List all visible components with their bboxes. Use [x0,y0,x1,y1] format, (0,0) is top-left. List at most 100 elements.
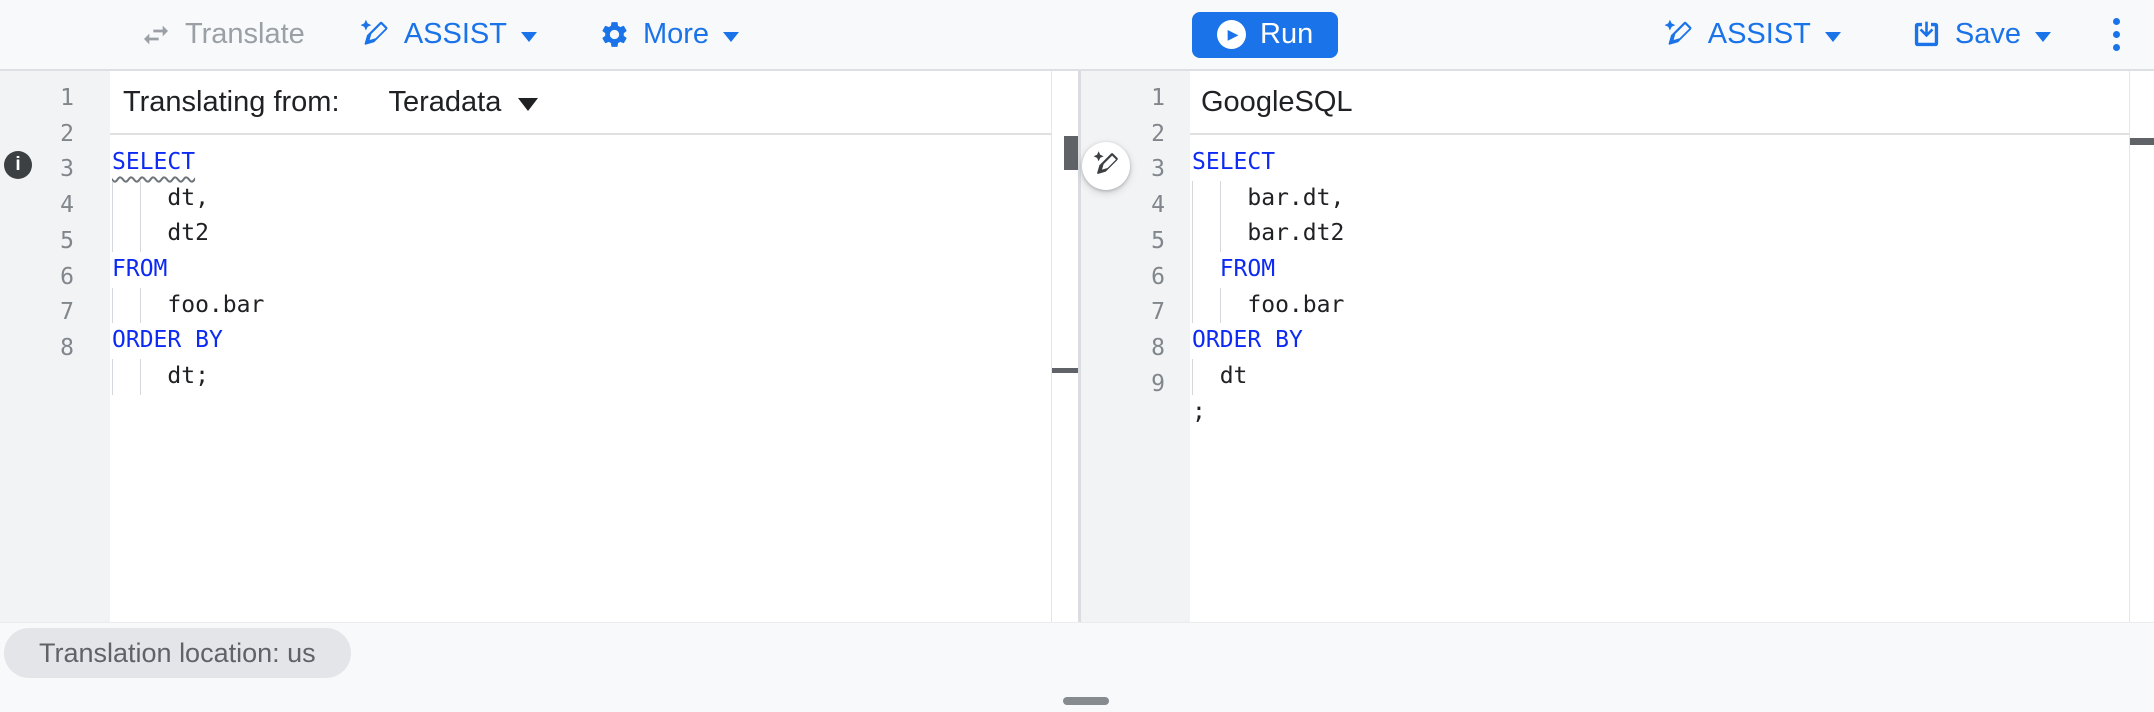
assist-pen-sparkle-icon [1661,18,1695,52]
line-number: 4 [1151,192,1165,219]
more-options-kebab[interactable] [2109,14,2124,55]
indent-guide [139,287,168,324]
code-line: FROM [1192,252,2129,288]
indent-guide [1219,216,1248,253]
pen-sparkle-icon [1091,150,1121,183]
code-line: ; [1192,398,1206,425]
assist-label: ASSIST [1707,18,1811,50]
code-line: dt; [112,359,1051,395]
code-line: ORDER BY [1192,327,1303,354]
line-number: 8 [60,334,74,361]
indent-guide [1192,216,1220,253]
translating-from-label: Translating from: [123,85,340,118]
line-number: 8 [1151,334,1165,361]
toolbar-right: ▶ Run ASSIST Save [1081,0,2154,69]
line-number: 3 [1151,156,1165,183]
translate-label: Translate [185,18,305,50]
assist-menu-left[interactable]: ASSIST [357,18,537,52]
code-line [1192,431,2129,467]
chevron-down-icon [1824,31,1841,42]
panel-divider [1078,71,1081,622]
play-icon: ▶ [1217,20,1246,49]
source-scrollbar-track [1051,71,1079,622]
source-editor-header: Translating from: Teradata ✓ [110,71,1138,135]
line-number: 4 [60,192,74,219]
swap-arrows-icon [140,19,172,51]
code-line: dt, [112,180,1051,217]
gear-icon [599,19,630,50]
code-line: FROM [112,256,168,283]
save-menu[interactable]: Save [1911,18,2051,51]
more-label: More [642,18,710,50]
source-scrollbar-thumb[interactable] [1064,136,1078,170]
code-line: ORDER BY [112,327,223,354]
assist-menu-right[interactable]: ASSIST [1661,18,1841,52]
translation-location-chip: Translation location: us [4,628,351,678]
code-line: dt2 [112,216,1051,253]
code-line: foo.bar [112,287,1051,324]
code-line: foo.bar [1192,287,2129,324]
chevron-down-icon [2035,31,2051,42]
line-number: 2 [60,120,74,147]
footer: Translation location: us [0,623,2154,712]
editor-split-view: 1 2 3 4 5 6 7 8 Translating from: Teradata ✓ SE… [0,71,2154,623]
line-number: 5 [1151,227,1165,254]
save-label: Save [1954,18,2021,50]
indent-guide [112,180,140,217]
save-icon [1911,19,1942,50]
resize-handle[interactable] [1063,697,1109,705]
line-number: 1 [1151,85,1165,111]
ai-edit-wand-button[interactable] [1082,142,1130,190]
line-number: 1 [60,85,74,111]
target-overview-mark [2130,138,2154,145]
info-annotation-icon[interactable]: i [4,151,32,179]
indent-guide [112,287,140,324]
indent-guide [1192,180,1220,217]
indent-guide [1219,287,1248,324]
dialect-value: Teradata [388,85,502,118]
line-number: 3 [60,156,74,183]
code-line: bar.dt, [1192,180,2129,217]
assist-label: ASSIST [403,18,507,50]
code-line: SELECT [1192,149,1276,175]
toolbar: Translate ASSIST More ▶ Run [0,0,2154,71]
source-overview-mark [1052,368,1079,373]
code-line: SELECT [112,149,196,175]
line-number: 9 [1151,370,1165,397]
indent-guide [1192,359,1220,395]
line-number: 6 [1151,263,1165,290]
toolbar-left: Translate ASSIST More [0,0,1081,69]
indent-guide [1192,252,1220,288]
line-number: 5 [60,227,74,254]
dialect-dropdown[interactable]: Teradata [389,86,539,119]
translate-button[interactable]: Translate [140,18,305,51]
line-number: 6 [60,263,74,290]
chevron-down-icon [520,31,537,42]
line-number: 2 [1151,120,1165,147]
code-line: dt [1192,359,2129,395]
source-line-numbers: 1 2 3 4 5 6 7 8 [0,71,74,367]
chevron-down-icon [518,97,539,111]
run-label: Run [1260,18,1314,50]
indent-guide [139,180,168,217]
target-line-numbers: 1 2 3 4 5 6 7 8 9 [1081,71,1165,402]
indent-guide [1192,287,1220,324]
assist-pen-sparkle-icon [357,18,391,52]
googlesql-label: GoogleSQL [1201,85,1353,118]
run-button[interactable]: ▶ Run [1192,11,1339,58]
indent-guide [112,359,140,395]
target-editor-header: GoogleSQL [1190,71,2129,135]
more-menu[interactable]: More [599,18,740,51]
indent-guide [112,216,140,253]
indent-guide [139,216,168,253]
indent-guide [1219,180,1248,217]
target-scrollbar-track [2129,71,2154,622]
chevron-down-icon [723,31,740,42]
code-line [112,395,1051,431]
indent-guide [139,359,168,395]
line-number: 7 [1151,299,1165,326]
line-number: 7 [60,299,74,326]
